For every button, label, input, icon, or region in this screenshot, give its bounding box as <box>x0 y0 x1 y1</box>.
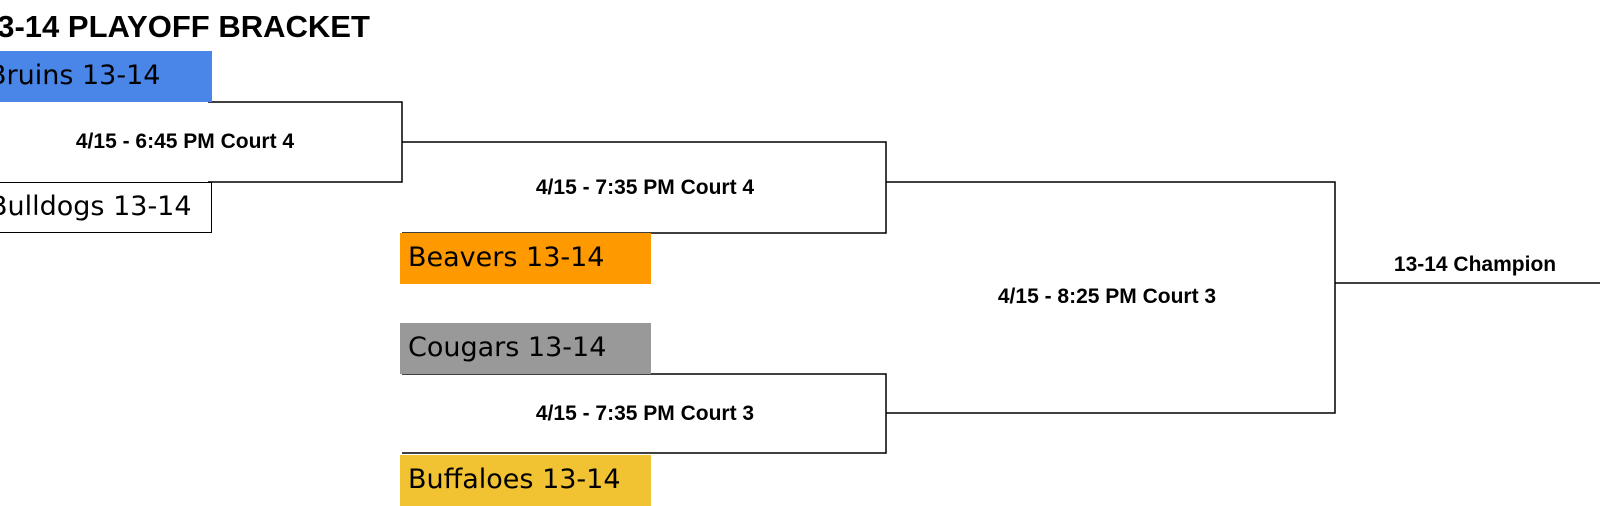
final-connector <box>886 181 1336 414</box>
game-semi-top-label: 4/15 - 7:35 PM Court 4 <box>535 176 755 199</box>
team-cougars: Cougars 13-14 <box>400 323 651 374</box>
page-title: 13-14 PLAYOFF BRACKET <box>0 9 370 44</box>
team-buffaloes: Buffaloes 13-14 <box>400 455 651 506</box>
team-bruins: Bruins 13-14 <box>0 51 212 102</box>
game-final-label: 4/15 - 8:25 PM Court 3 <box>997 285 1217 308</box>
champion-label: 13-14 Champion <box>1393 253 1557 276</box>
team-bulldogs: Bulldogs 13-14 <box>0 182 212 233</box>
game-round1-label: 4/15 - 6:45 PM Court 4 <box>75 130 295 153</box>
game-semi-bottom-label: 4/15 - 7:35 PM Court 3 <box>535 402 755 425</box>
team-beavers: Beavers 13-14 <box>400 233 651 284</box>
